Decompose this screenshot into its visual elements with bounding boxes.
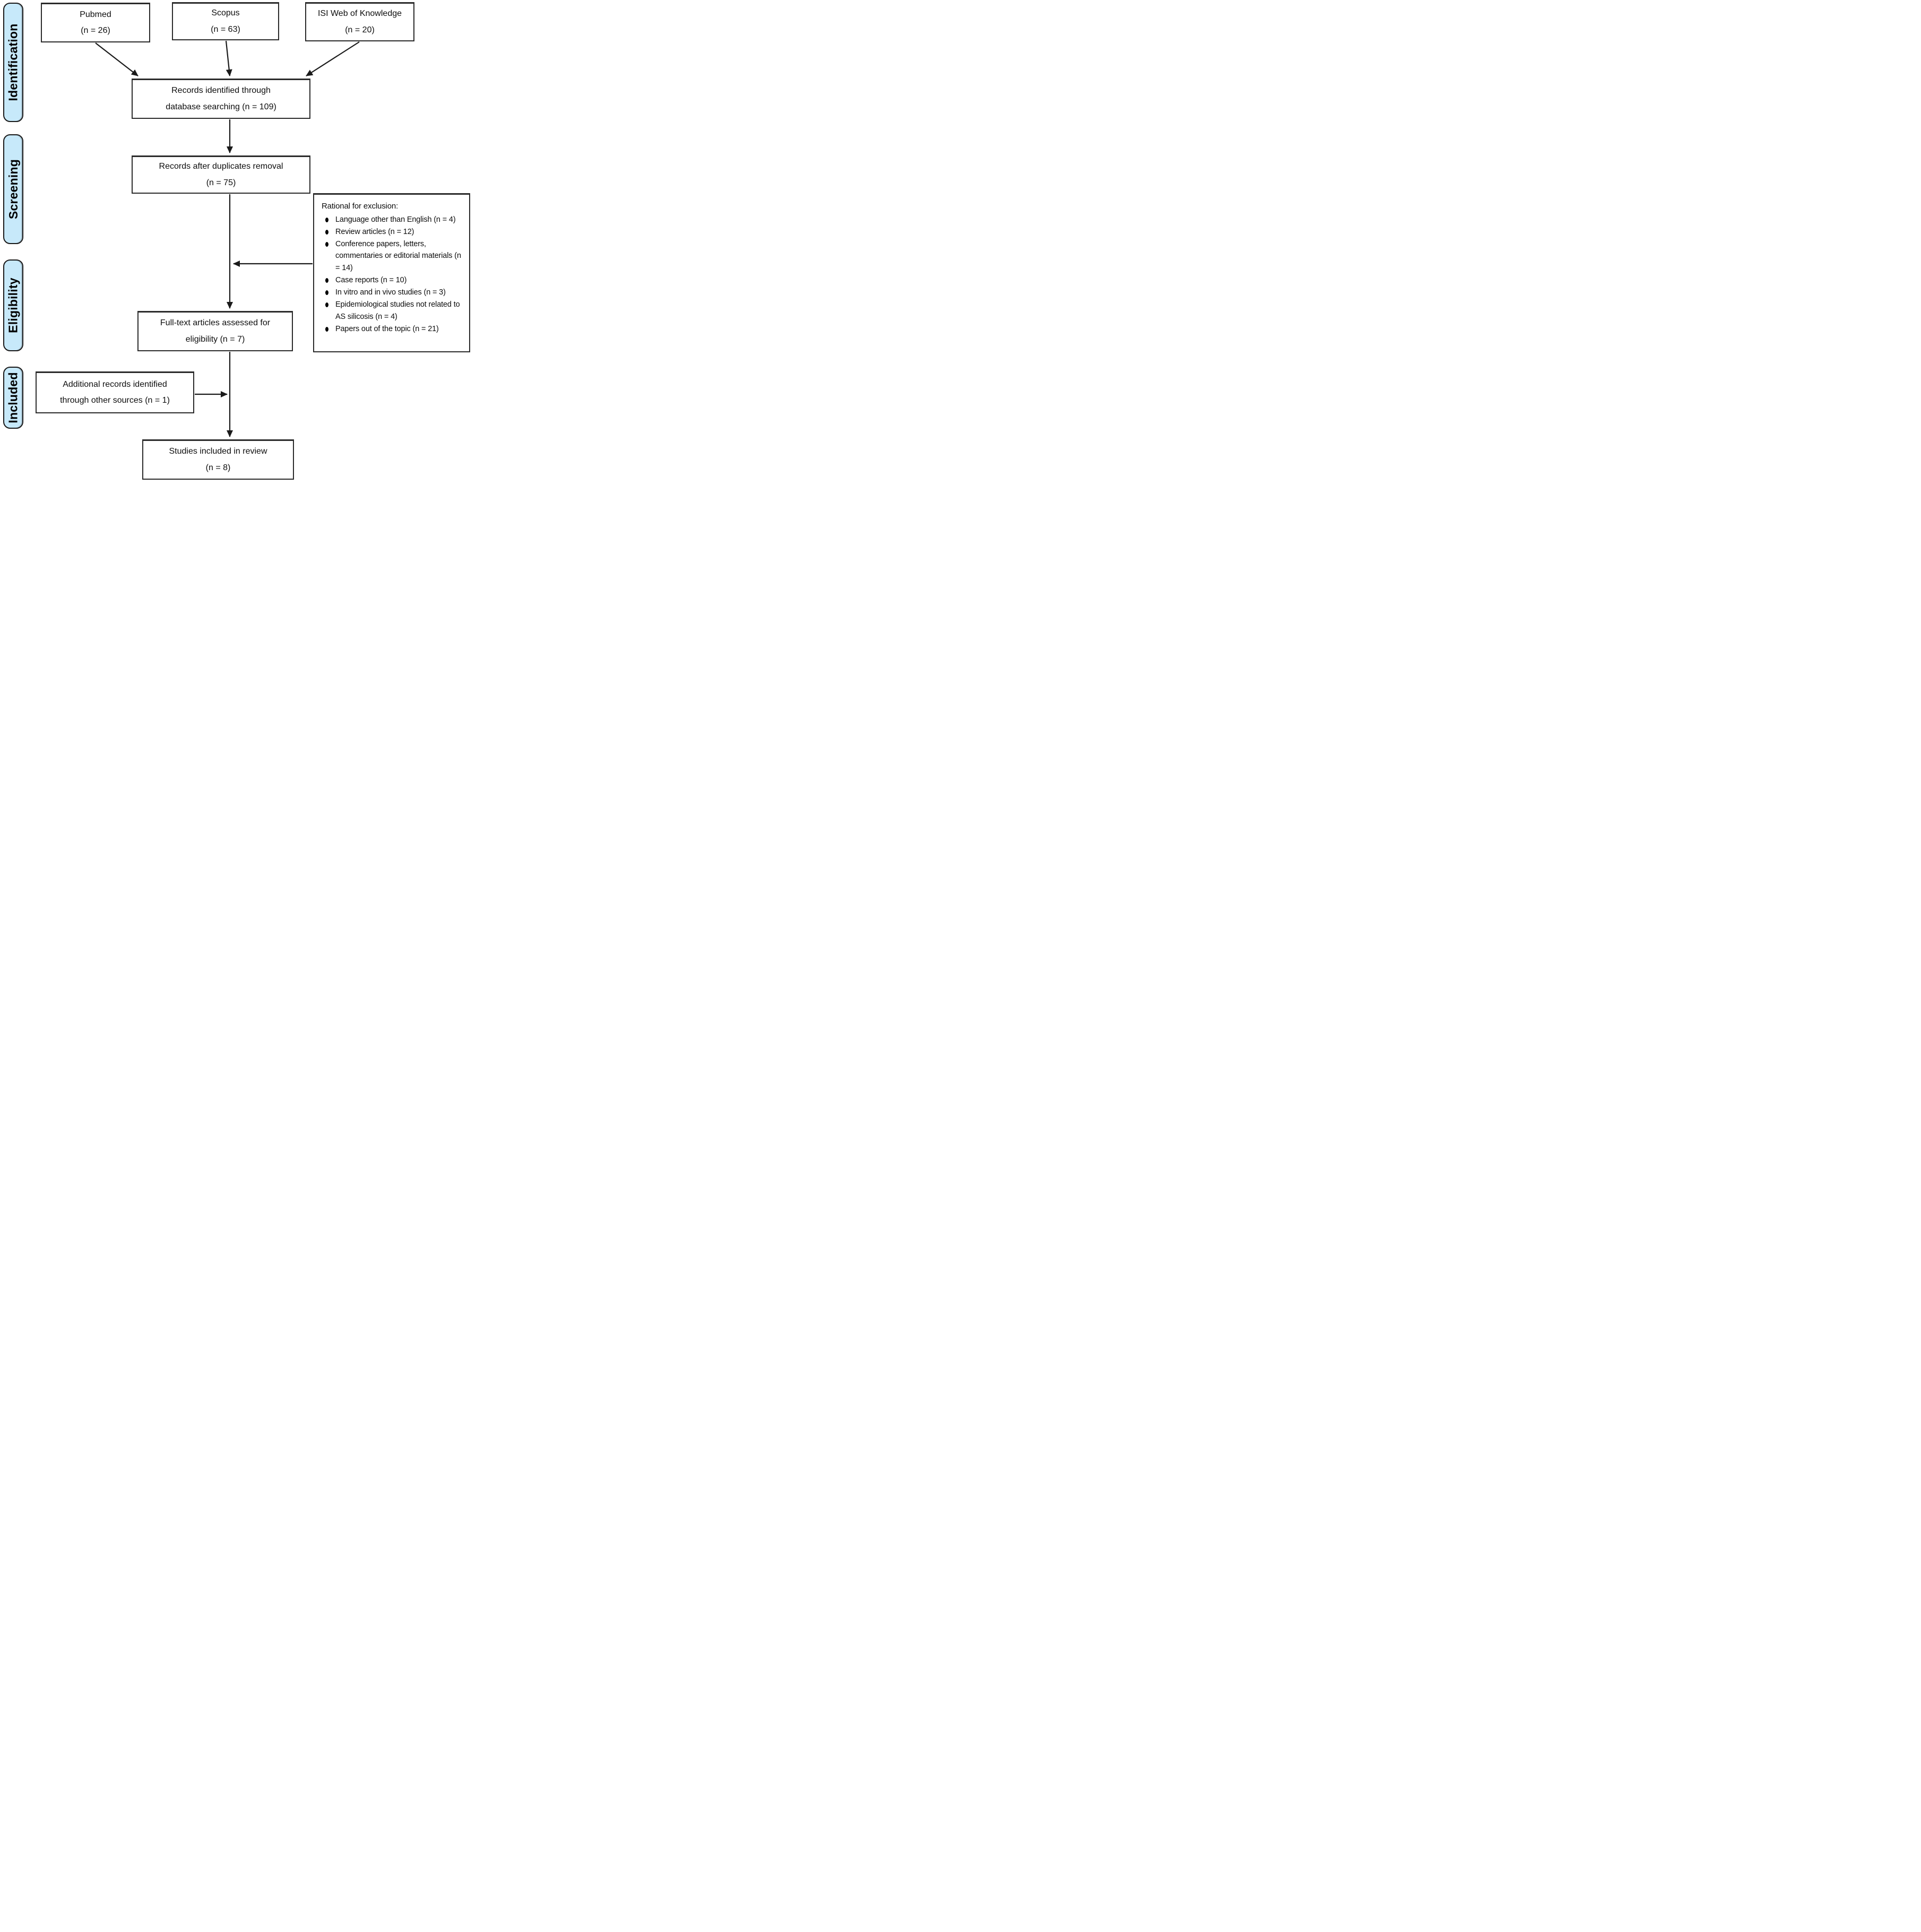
box-records-after-duplicates-line2: (n = 75) <box>206 178 236 187</box>
box-scopus: Scopus (n = 63) <box>172 2 279 40</box>
exclusion-item: Review articles (n = 12) <box>322 226 465 238</box>
arrow-isi-to-identified <box>306 41 360 76</box>
exclusion-item-text: Epidemiological studies not related to A… <box>335 300 460 321</box>
box-exclusion-reasons: Rational for exclusion: Language other t… <box>313 193 470 352</box>
exclusion-item: Conference papers, letters, commentaries… <box>322 238 465 275</box>
bullet-icon <box>322 287 335 296</box>
exclusion-item: Case reports (n = 10) <box>322 274 465 287</box>
box-records-identified-line1: Records identified through <box>171 86 271 96</box>
box-records-identified-line2: database searching (n = 109) <box>166 102 276 111</box>
stage-identification: Identification <box>3 3 23 122</box>
exclusion-item: Epidemiological studies not related to A… <box>322 299 465 323</box>
exclusion-item-text: Papers out of the topic (n = 21) <box>335 324 439 333</box>
box-additional-records-line2: through other sources (n = 1) <box>60 396 170 405</box>
box-scopus-line1: Scopus <box>211 8 240 18</box>
stage-identification-label: Identification <box>6 23 20 101</box>
box-isi-web-of-knowledge: ISI Web of Knowledge (n = 20) <box>305 2 414 41</box>
exclusion-list: Language other than English (n = 4) Revi… <box>322 214 465 335</box>
box-records-identified: Records identified through database sear… <box>132 79 310 119</box>
stage-included: Included <box>3 367 23 429</box>
box-studies-included: Studies included in review (n = 8) <box>142 439 294 480</box>
box-additional-records-line1: Additional records identified <box>63 379 167 389</box>
box-pubmed-line1: Pubmed <box>80 10 111 19</box>
stage-screening: Screening <box>3 134 23 244</box>
box-isi-line2: (n = 20) <box>345 25 375 34</box>
box-pubmed: Pubmed (n = 26) <box>41 3 150 42</box>
box-fulltext-assessed-line2: eligibility (n = 7) <box>185 334 245 344</box>
bullet-icon <box>322 238 335 247</box>
stage-eligibility-label: Eligibility <box>6 278 20 333</box>
exclusion-item-text: Review articles (n = 12) <box>335 227 414 236</box>
box-fulltext-assessed: Full-text articles assessed for eligibil… <box>137 311 293 351</box>
exclusion-item-text: Case reports (n = 10) <box>335 276 407 285</box>
box-records-after-duplicates: Records after duplicates removal (n = 75… <box>132 155 310 194</box>
stage-included-label: Included <box>6 372 20 423</box>
bullet-icon <box>322 299 335 308</box>
box-records-after-duplicates-line1: Records after duplicates removal <box>159 162 283 171</box>
exclusion-item: In vitro and in vivo studies (n = 3) <box>322 287 465 299</box>
exclusion-item-text: In vitro and in vivo studies (n = 3) <box>335 288 446 297</box>
exclusion-item: Papers out of the topic (n = 21) <box>322 323 465 335</box>
bullet-icon <box>322 274 335 283</box>
exclusion-title: Rational for exclusion: <box>322 202 399 211</box>
arrow-pubmed-to-identified <box>95 42 139 76</box>
box-scopus-line2: (n = 63) <box>211 24 240 34</box>
box-fulltext-assessed-line1: Full-text articles assessed for <box>160 318 271 328</box>
arrow-scopus-to-identified <box>225 40 232 76</box>
bullet-icon <box>322 323 335 332</box>
exclusion-item-text: Language other than English (n = 4) <box>335 215 456 224</box>
box-isi-line1: ISI Web of Knowledge <box>317 9 402 19</box>
box-pubmed-line2: (n = 26) <box>81 26 110 35</box>
exclusion-item-text: Conference papers, letters, commentaries… <box>335 239 461 273</box>
stage-screening-label: Screening <box>6 159 20 220</box>
box-additional-records: Additional records identified through ot… <box>36 371 194 413</box>
bullet-icon <box>322 214 335 222</box>
exclusion-item: Language other than English (n = 4) <box>322 214 465 226</box>
stage-eligibility: Eligibility <box>3 259 23 351</box>
bullet-icon <box>322 226 335 235</box>
prisma-flow-diagram: Identification Screening Eligibility Inc… <box>0 0 480 483</box>
box-studies-included-line1: Studies included in review <box>169 447 267 456</box>
box-studies-included-line2: (n = 8) <box>205 463 231 472</box>
